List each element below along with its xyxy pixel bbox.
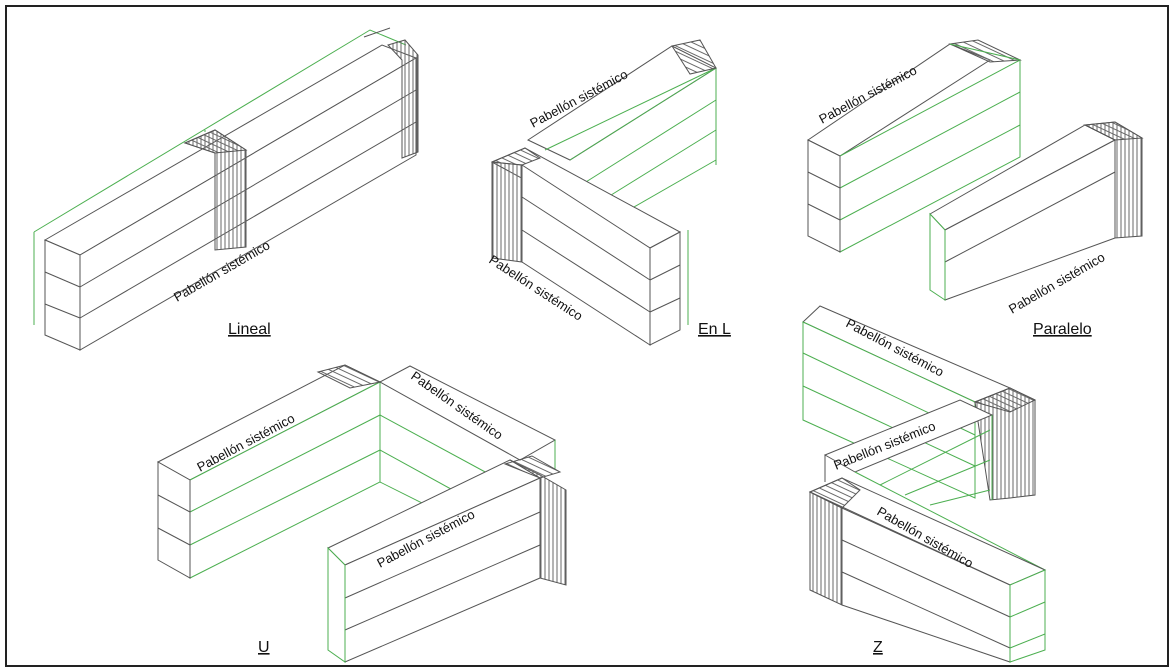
module-paralelo (807, 39, 1144, 301)
paralelo-caption: Paralelo (1033, 321, 1092, 338)
module-lineal (33, 27, 419, 351)
en-l-caption: En L (698, 321, 731, 338)
figure-border (5, 5, 1169, 667)
u-caption: U (258, 639, 270, 656)
module-u (156, 364, 567, 663)
module-z (802, 305, 1047, 663)
lineal-caption: Lineal (228, 321, 271, 338)
z-caption: Z (873, 639, 883, 656)
module-en-l (490, 39, 718, 346)
